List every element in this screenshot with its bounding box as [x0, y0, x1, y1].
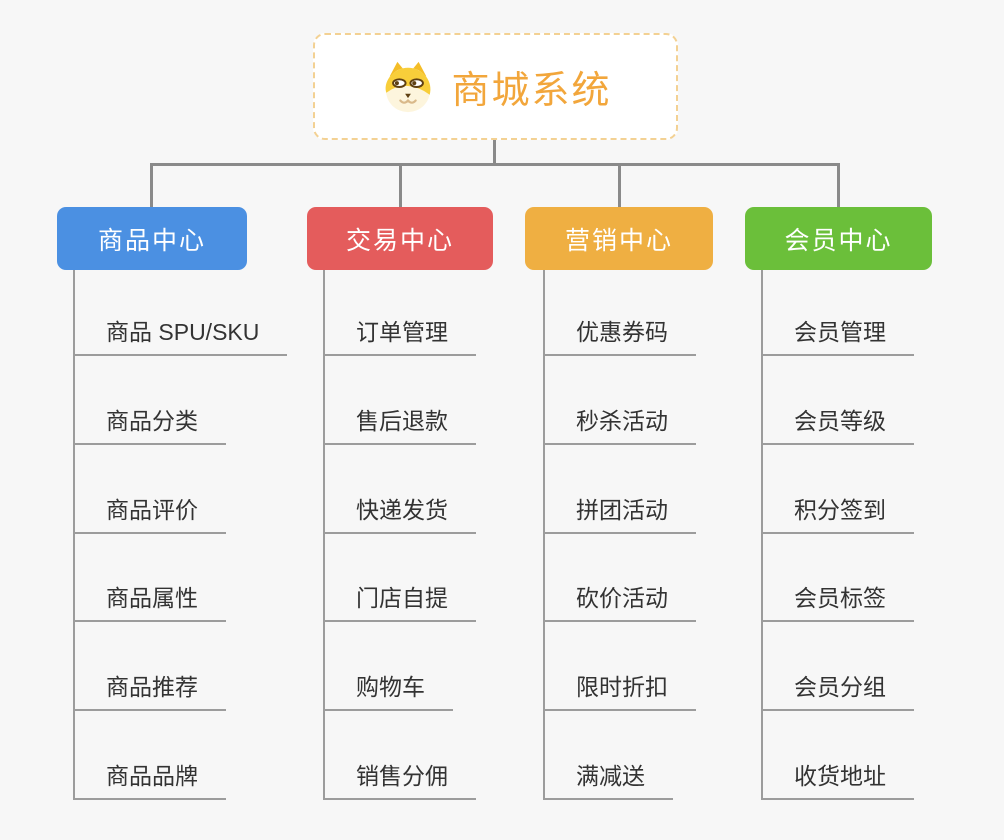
- leaf-node[interactable]: 订单管理: [323, 314, 476, 356]
- branch-items-trade: 订单管理 售后退款 快递发货 门店自提 购物车 销售分佣: [323, 314, 476, 800]
- dog-icon: [379, 60, 437, 114]
- leaf-node[interactable]: 会员标签: [761, 580, 914, 623]
- leaf-node[interactable]: 商品品牌: [73, 758, 226, 800]
- leaf-node[interactable]: 购物车: [323, 669, 453, 711]
- leaf-node[interactable]: 销售分佣: [323, 758, 476, 800]
- leaf-node[interactable]: 商品属性: [73, 580, 226, 623]
- connector-drop-3: [618, 163, 621, 209]
- leaf-node[interactable]: 收货地址: [761, 758, 914, 800]
- trunk-line-product: [73, 270, 75, 800]
- branch-items-member: 会员管理 会员等级 积分签到 会员标签 会员分组 收货地址: [761, 314, 914, 800]
- leaf-node[interactable]: 优惠券码: [543, 314, 696, 356]
- connector-drop-2: [399, 163, 402, 209]
- root-node[interactable]: 商城系统: [313, 33, 678, 140]
- leaf-node[interactable]: 门店自提: [323, 580, 476, 623]
- leaf-node[interactable]: 会员分组: [761, 669, 914, 711]
- leaf-node[interactable]: 砍价活动: [543, 580, 696, 623]
- connector-drop-4: [837, 163, 840, 209]
- leaf-node[interactable]: 商品 SPU/SKU: [73, 314, 288, 356]
- connector-rail: [150, 163, 840, 166]
- leaf-node[interactable]: 满减送: [543, 758, 673, 800]
- branch-items-marketing: 优惠券码 秒杀活动 拼团活动 砍价活动 限时折扣 满减送: [543, 314, 696, 800]
- leaf-node[interactable]: 会员等级: [761, 403, 914, 445]
- leaf-node[interactable]: 拼团活动: [543, 492, 696, 534]
- connector-root-drop: [493, 140, 496, 165]
- leaf-node[interactable]: 商品分类: [73, 403, 226, 445]
- trunk-line-marketing: [543, 270, 545, 800]
- trunk-line-trade: [323, 270, 325, 800]
- leaf-node[interactable]: 限时折扣: [543, 669, 696, 711]
- leaf-node[interactable]: 会员管理: [761, 314, 914, 356]
- leaf-node[interactable]: 售后退款: [323, 403, 476, 445]
- leaf-node[interactable]: 商品评价: [73, 492, 226, 534]
- trunk-line-member: [761, 270, 763, 800]
- branch-node-member[interactable]: 会员中心: [745, 207, 932, 270]
- branch-node-trade[interactable]: 交易中心: [307, 207, 493, 270]
- leaf-node[interactable]: 商品推荐: [73, 669, 226, 711]
- leaf-node[interactable]: 秒杀活动: [543, 403, 696, 445]
- connector-drop-1: [150, 163, 153, 209]
- root-title: 商城系统: [451, 70, 612, 112]
- leaf-node[interactable]: 积分签到: [761, 492, 914, 534]
- branch-node-marketing[interactable]: 营销中心: [525, 207, 713, 270]
- branch-items-product: 商品 SPU/SKU 商品分类 商品评价 商品属性 商品推荐 商品品牌: [73, 314, 288, 800]
- leaf-node[interactable]: 快递发货: [323, 492, 476, 534]
- branch-node-product[interactable]: 商品中心: [57, 207, 247, 270]
